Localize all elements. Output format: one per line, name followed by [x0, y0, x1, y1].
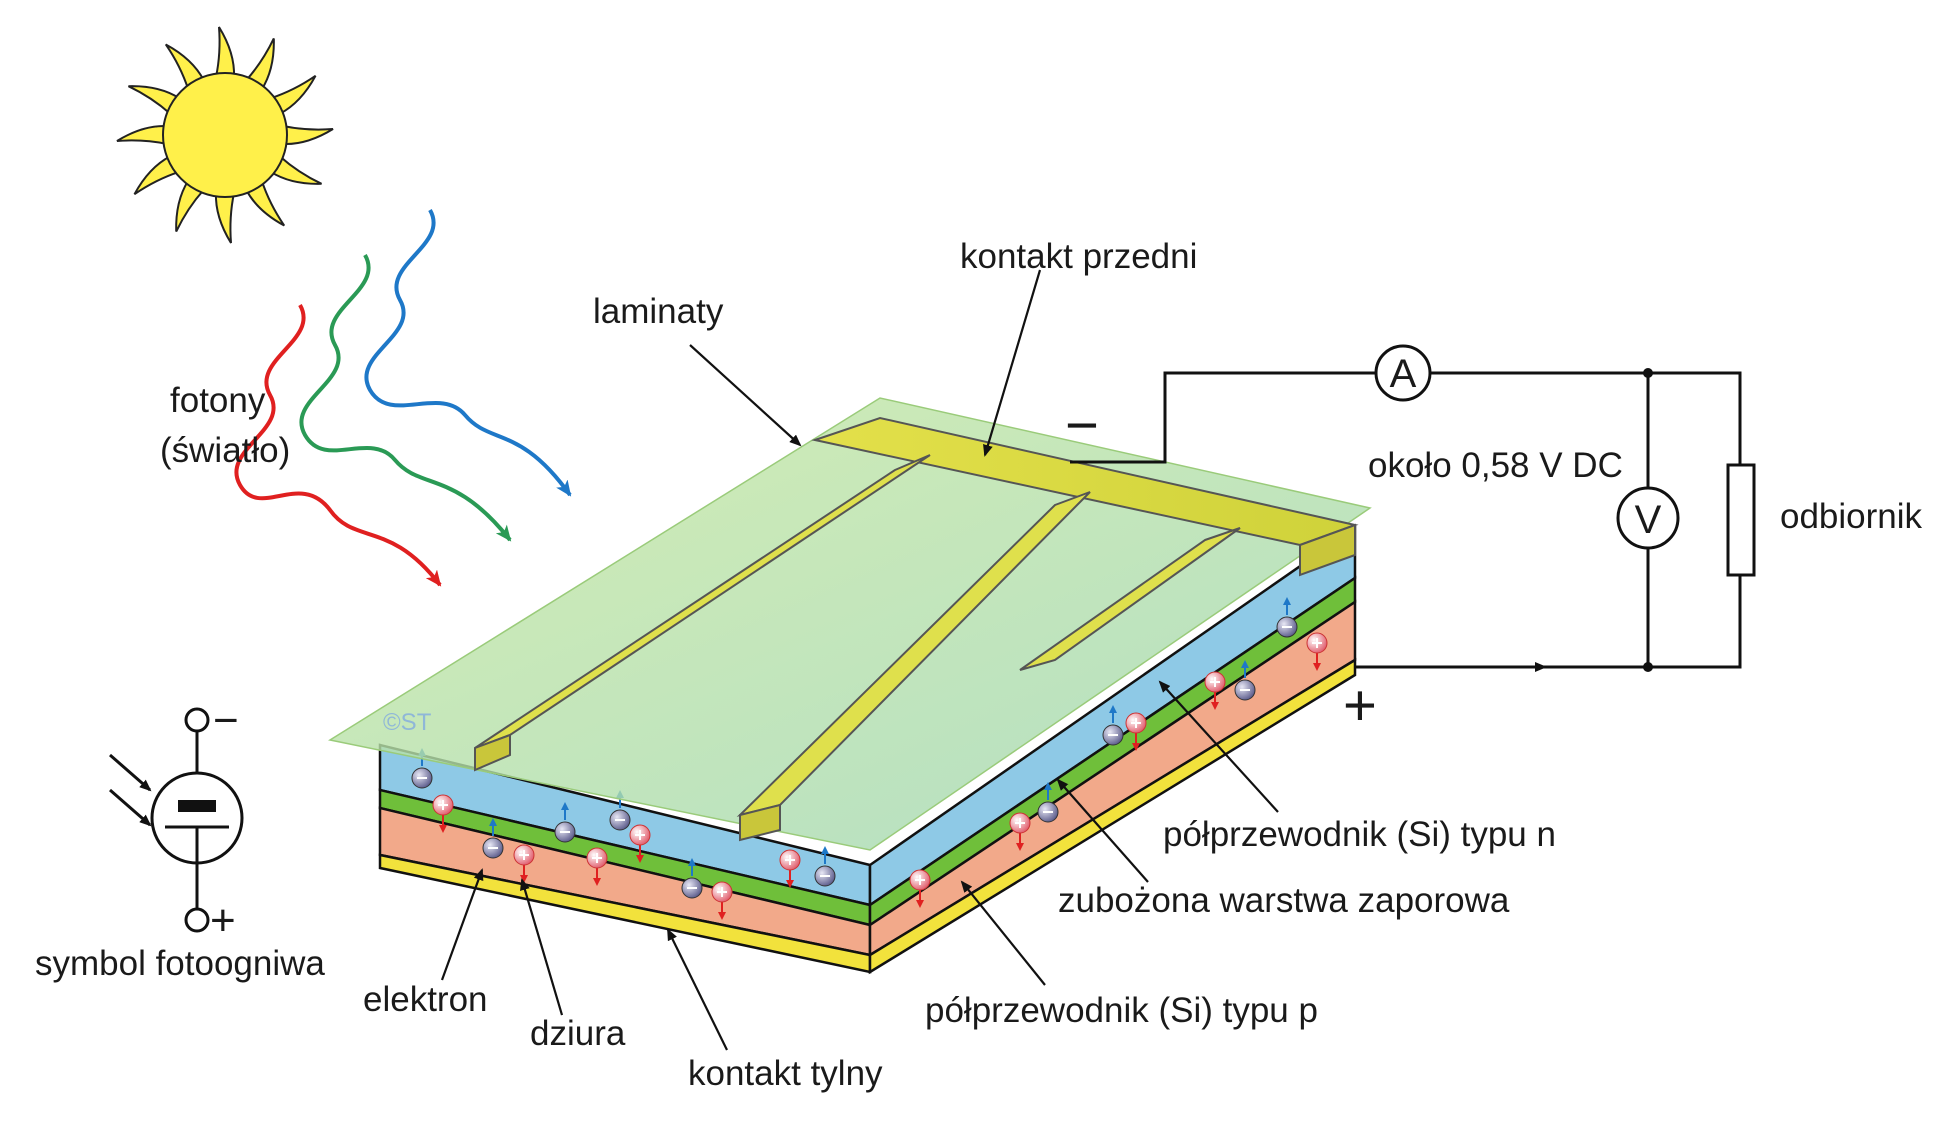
- electron-carrier: [1234, 660, 1256, 701]
- hole-carrier: [1009, 812, 1031, 851]
- circuit-node: [1643, 662, 1653, 672]
- cell-symbol-label: symbol fotoogniwa: [35, 944, 325, 983]
- photon-ray-green: [299, 254, 512, 542]
- photon-ray-red: [234, 304, 442, 587]
- back-contact-label: kontakt tylny: [688, 1054, 883, 1093]
- sun-ray: [282, 124, 334, 146]
- electron-carrier: [482, 818, 504, 859]
- hole-carrier: [1125, 712, 1147, 751]
- photons-label: fotony: [170, 381, 266, 420]
- electron-carrier: [1102, 705, 1124, 746]
- electron-carrier: [681, 858, 703, 899]
- sun-ray: [175, 179, 206, 232]
- electron-carrier: [1276, 597, 1298, 638]
- electron-carrier: [814, 846, 836, 887]
- ammeter-icon: [1374, 344, 1432, 402]
- sun-icon: [116, 26, 334, 244]
- hole-carrier: [711, 881, 733, 920]
- sun-ray: [133, 154, 181, 196]
- photocell-symbol-icon: [109, 707, 244, 933]
- laminates-label: laminaty: [593, 292, 724, 331]
- electron-carrier: [1037, 782, 1059, 823]
- sun-ray: [128, 85, 181, 116]
- plus-terminal: +: [1343, 673, 1377, 738]
- charge-carriers: [411, 597, 1328, 920]
- load-label: odbiornik: [1780, 497, 1923, 536]
- hole-carrier: [779, 849, 801, 888]
- hole-carrier: [1306, 632, 1328, 671]
- sun-ray: [214, 26, 236, 78]
- sun-ray: [269, 74, 317, 116]
- hole-label: dziura: [530, 1014, 626, 1053]
- voltmeter-icon: [1616, 486, 1680, 550]
- photons-light-label: (światło): [160, 431, 290, 470]
- leader-lines: [440, 269, 1279, 1051]
- sun-ray: [164, 43, 206, 91]
- hole-carrier: [432, 794, 454, 833]
- voltmeter-label: V: [1635, 498, 1662, 542]
- n-type-label: półprzewodnik (Si) typu n: [1163, 815, 1556, 854]
- ammeter-label: A: [1390, 352, 1417, 396]
- external-circuit: [1070, 371, 1742, 672]
- sun-ray: [244, 179, 286, 227]
- hole-carrier: [586, 847, 608, 886]
- laminate-layer: [328, 397, 1372, 851]
- sun-ray: [269, 154, 322, 185]
- front-contact-label: kontakt przedni: [960, 237, 1197, 276]
- sun-ray: [214, 192, 236, 244]
- photon-rays: [234, 209, 572, 587]
- voltage-label: około 0,58 V DC: [1368, 446, 1623, 485]
- minus-terminal: −: [1065, 393, 1099, 458]
- hole-carrier: [629, 824, 651, 863]
- front-contact-grid: [474, 416, 1359, 842]
- copyright-mark: ©ST: [383, 709, 432, 736]
- electron-carrier: [554, 802, 576, 843]
- depletion-layer-label: zubożona warstwa zaporowa: [1058, 881, 1510, 920]
- hole-carrier: [1204, 671, 1226, 710]
- electron-label: elektron: [363, 980, 488, 1019]
- load-resistor-icon: [1726, 463, 1756, 577]
- back-contact-side: [868, 657, 1357, 975]
- sun-ray: [244, 38, 275, 91]
- symbol-plus: +: [210, 896, 236, 945]
- sun-ray: [116, 124, 168, 146]
- p-type-label: półprzewodnik (Si) typu p: [925, 991, 1318, 1030]
- photon-ray-blue: [364, 209, 572, 497]
- hole-carrier: [909, 869, 931, 908]
- symbol-minus: −: [213, 696, 239, 745]
- circuit-node: [1643, 368, 1653, 378]
